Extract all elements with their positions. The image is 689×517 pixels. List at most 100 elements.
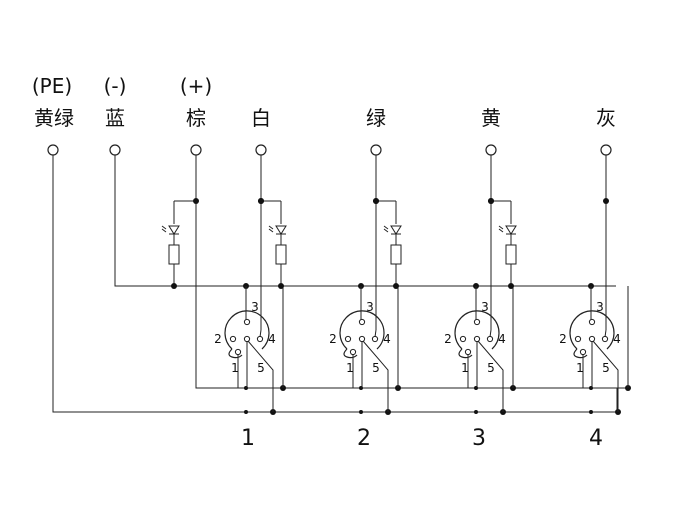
connector-pin-3 — [588, 318, 596, 326]
connector-pin-2 — [459, 335, 467, 343]
connector-pin-5 — [473, 335, 481, 343]
led-light-arrows-icon — [383, 225, 389, 233]
pin-label-p5: 5 — [372, 361, 380, 375]
connector-group-4: 3 2 4 1 5 — [488, 198, 631, 415]
connector-pin-3 — [473, 318, 481, 326]
terminal-polarity-pe: (PE) — [32, 74, 72, 98]
connector-numbers: 1 2 3 4 — [241, 426, 603, 451]
negative-bus — [114, 155, 616, 287]
connector-pin-2 — [574, 335, 582, 343]
pin-label-p1: 1 — [231, 361, 239, 375]
pin-to-pe — [247, 340, 274, 412]
led-light-arrows-icon — [161, 225, 167, 233]
connector-pin-4 — [486, 335, 494, 343]
connector-pin-1 — [579, 348, 587, 356]
junction-dot — [589, 410, 593, 414]
pin-label-p3: 3 — [366, 300, 374, 314]
junction-dot — [278, 283, 284, 289]
led-diode-icon — [275, 225, 287, 235]
connector-group-2: 3 2 4 1 5 — [258, 198, 401, 415]
signal-to-pin4 — [259, 329, 262, 338]
connector-pin-4 — [256, 335, 264, 343]
led-diode-icon — [505, 225, 517, 235]
connector-pin-2 — [229, 335, 237, 343]
signal-to-pin4 — [374, 329, 377, 338]
pin-label-p2: 2 — [444, 332, 452, 346]
pin-to-pe — [362, 340, 389, 412]
pin-label-p3: 3 — [596, 300, 604, 314]
pin-label-p4: 4 — [383, 332, 391, 346]
bus-wires — [52, 155, 627, 413]
pin-to-pe — [477, 340, 504, 412]
connector-pin-4 — [371, 335, 379, 343]
connector-pin-1 — [464, 348, 472, 356]
led-light-arrows-icon — [268, 225, 274, 233]
led-diode-icon — [168, 225, 180, 235]
terminal-green-circle — [370, 144, 382, 156]
terminal-label-pe: 黄绿 — [34, 106, 74, 130]
connector-pin-1 — [234, 348, 242, 356]
pin-label-p5: 5 — [257, 361, 265, 375]
connector-pin-2 — [344, 335, 352, 343]
terminal-label-neg: 蓝 — [105, 106, 125, 130]
connector-pin-4 — [601, 335, 609, 343]
connector-pin-3 — [243, 318, 251, 326]
terminal-circles — [47, 144, 612, 156]
resistor-icon — [168, 244, 180, 265]
connector-pin-5 — [358, 335, 366, 343]
terminal-label-pos: 棕 — [186, 106, 206, 130]
pin-label-p2: 2 — [329, 332, 337, 346]
terminal-yellow-circle — [485, 144, 497, 156]
connector-pin-5 — [588, 335, 596, 343]
connector-key-notch — [458, 348, 473, 359]
m12-connector-body — [569, 310, 615, 350]
m12-connector-body — [454, 310, 500, 350]
pin-label-p1: 1 — [346, 361, 354, 375]
junction-dot — [488, 198, 494, 204]
connector-key-notch — [343, 348, 358, 359]
junction-dot — [193, 198, 199, 204]
connector-pin-3 — [358, 318, 366, 326]
junction-dot — [171, 283, 177, 289]
terminal-polarity-pos: (+) — [180, 74, 212, 98]
signal-to-pin4 — [489, 329, 492, 338]
pin-label-p3: 3 — [481, 300, 489, 314]
resistor-icon — [505, 244, 517, 265]
connector-number-1: 1 — [241, 426, 255, 451]
connector-group-1: 3 2 4 1 5 — [161, 198, 286, 415]
terminal-pe-circle — [47, 144, 59, 156]
terminal-label-yellow: 黄 — [481, 106, 501, 130]
terminal-neg-circle — [109, 144, 121, 156]
junction-dot — [359, 410, 363, 414]
junction-dot — [603, 198, 609, 204]
terminal-labels: (PE) 黄绿 (-) 蓝 (+) 棕 白 绿 黄 灰 — [32, 74, 616, 130]
connector-pin-1 — [349, 348, 357, 356]
led-diode-icon — [390, 225, 402, 235]
pin-label-p5: 5 — [487, 361, 495, 375]
terminal-polarity-neg: (-) — [104, 74, 127, 98]
connector-number-4: 4 — [589, 426, 603, 451]
pin-label-p3: 3 — [251, 300, 259, 314]
junction-dot — [508, 283, 514, 289]
terminal-label-gray: 灰 — [596, 106, 616, 130]
pin-label-p2: 2 — [559, 332, 567, 346]
terminal-pos-circle — [190, 144, 202, 156]
pin-label-p4: 4 — [498, 332, 506, 346]
terminal-gray-circle — [600, 144, 612, 156]
signal-to-pin4 — [604, 329, 607, 338]
terminal-white-circle — [255, 144, 267, 156]
connector-number-3: 3 — [472, 426, 486, 451]
connector-key-notch — [228, 348, 243, 359]
connector-pin-5 — [243, 335, 251, 343]
pin-label-p2: 2 — [214, 332, 222, 346]
pin-to-pe — [592, 340, 619, 412]
resistor-icon — [390, 244, 402, 265]
connector-key-notch — [573, 348, 588, 359]
junction-dot — [258, 198, 264, 204]
pin-label-p1: 1 — [576, 361, 584, 375]
m12-connector-body — [339, 310, 385, 350]
led-light-arrows-icon — [498, 225, 504, 233]
pin-label-p4: 4 — [268, 332, 276, 346]
connector-number-2: 2 — [357, 426, 371, 451]
